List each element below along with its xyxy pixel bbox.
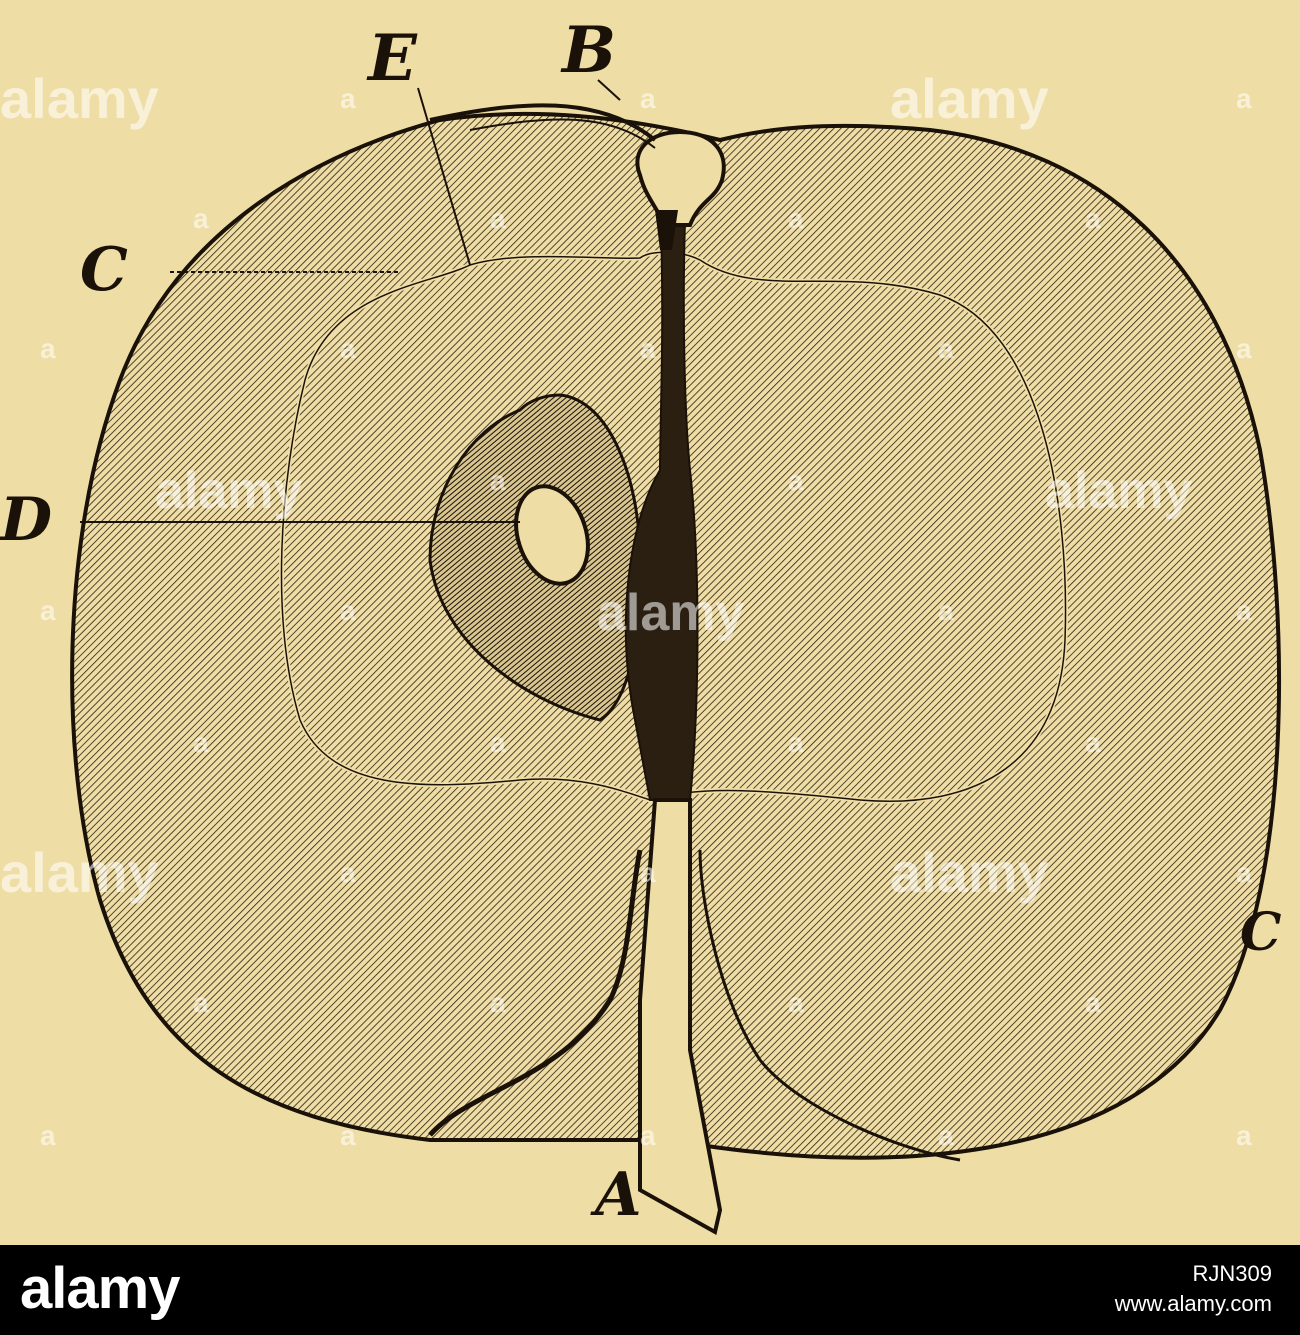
watermark-glyph: a: [490, 727, 506, 758]
watermark-glyph: a: [40, 333, 56, 364]
label-B: B: [560, 13, 616, 88]
label-D: D: [0, 485, 52, 555]
watermark-logo: alamy: [0, 841, 159, 904]
watermark-glyph: a: [640, 333, 656, 364]
label-C-left: C: [80, 235, 128, 305]
watermark-logo: alamy: [597, 584, 745, 642]
watermark-glyph: a: [640, 1120, 656, 1151]
watermark-glyph: a: [193, 727, 209, 758]
watermark-glyph: a: [490, 987, 506, 1018]
watermark-glyph: a: [1236, 83, 1252, 114]
watermark-glyph: a: [193, 203, 209, 234]
stem: [638, 798, 723, 1236]
watermark-glyph: a: [40, 595, 56, 626]
watermark-glyph: a: [640, 857, 656, 888]
watermark-glyph: a: [193, 987, 209, 1018]
watermark-glyph: a: [1236, 333, 1252, 364]
watermark-glyph: a: [340, 595, 356, 626]
watermark-glyph: a: [490, 203, 506, 234]
watermark-glyph: a: [1236, 1120, 1252, 1151]
watermark-glyph: a: [1085, 203, 1101, 234]
footer-meta: RJN309 www.alamy.com: [1115, 1259, 1272, 1319]
watermark-glyph: a: [640, 83, 656, 114]
watermark-glyph: a: [938, 1120, 954, 1151]
watermark-glyph: a: [1236, 857, 1252, 888]
label-C-right: C: [1240, 902, 1281, 963]
watermark-glyph: a: [788, 203, 804, 234]
watermark-logo: alamy: [890, 67, 1049, 130]
image-id: RJN309: [1192, 1261, 1272, 1286]
watermark-glyph: a: [788, 727, 804, 758]
apple-section-engraving: E B C D C A alamy alamy alamy alamy alam…: [0, 13, 1281, 1236]
watermark-glyph: a: [938, 595, 954, 626]
watermark-glyph: a: [340, 83, 356, 114]
watermark-glyph: a: [938, 333, 954, 364]
seed: [514, 484, 590, 586]
lower-cleft: [428, 849, 643, 1137]
watermark-logo: alamy: [155, 462, 303, 520]
watermark-logo: alamy: [1045, 462, 1193, 520]
label-A: A: [590, 1160, 642, 1230]
watermark-glyph: a: [788, 987, 804, 1018]
watermark-glyph: a: [40, 1120, 56, 1151]
engraving-paper: E B C D C A alamy alamy alamy alamy alam…: [0, 0, 1300, 1245]
watermark-logo: alamy: [890, 841, 1049, 904]
watermark-glyph: a: [340, 333, 356, 364]
watermark-glyph: a: [490, 465, 506, 496]
leader-E: [417, 87, 471, 266]
watermark-glyph: a: [1236, 595, 1252, 626]
watermark-glyph: a: [1085, 987, 1101, 1018]
watermark-glyph: a: [788, 465, 804, 496]
stock-footer-bar: alamy RJN309 www.alamy.com: [0, 1245, 1300, 1335]
alamy-logo: alamy: [20, 1256, 180, 1321]
skin-strip: [429, 103, 657, 142]
label-E: E: [366, 21, 418, 96]
leader-B: [597, 79, 621, 101]
watermark-glyph: a: [340, 1120, 356, 1151]
watermark-glyph: a: [340, 857, 356, 888]
watermark-glyph: a: [1085, 727, 1101, 758]
watermark-logo: alamy: [0, 67, 159, 130]
site-url[interactable]: www.alamy.com: [1114, 1291, 1272, 1316]
